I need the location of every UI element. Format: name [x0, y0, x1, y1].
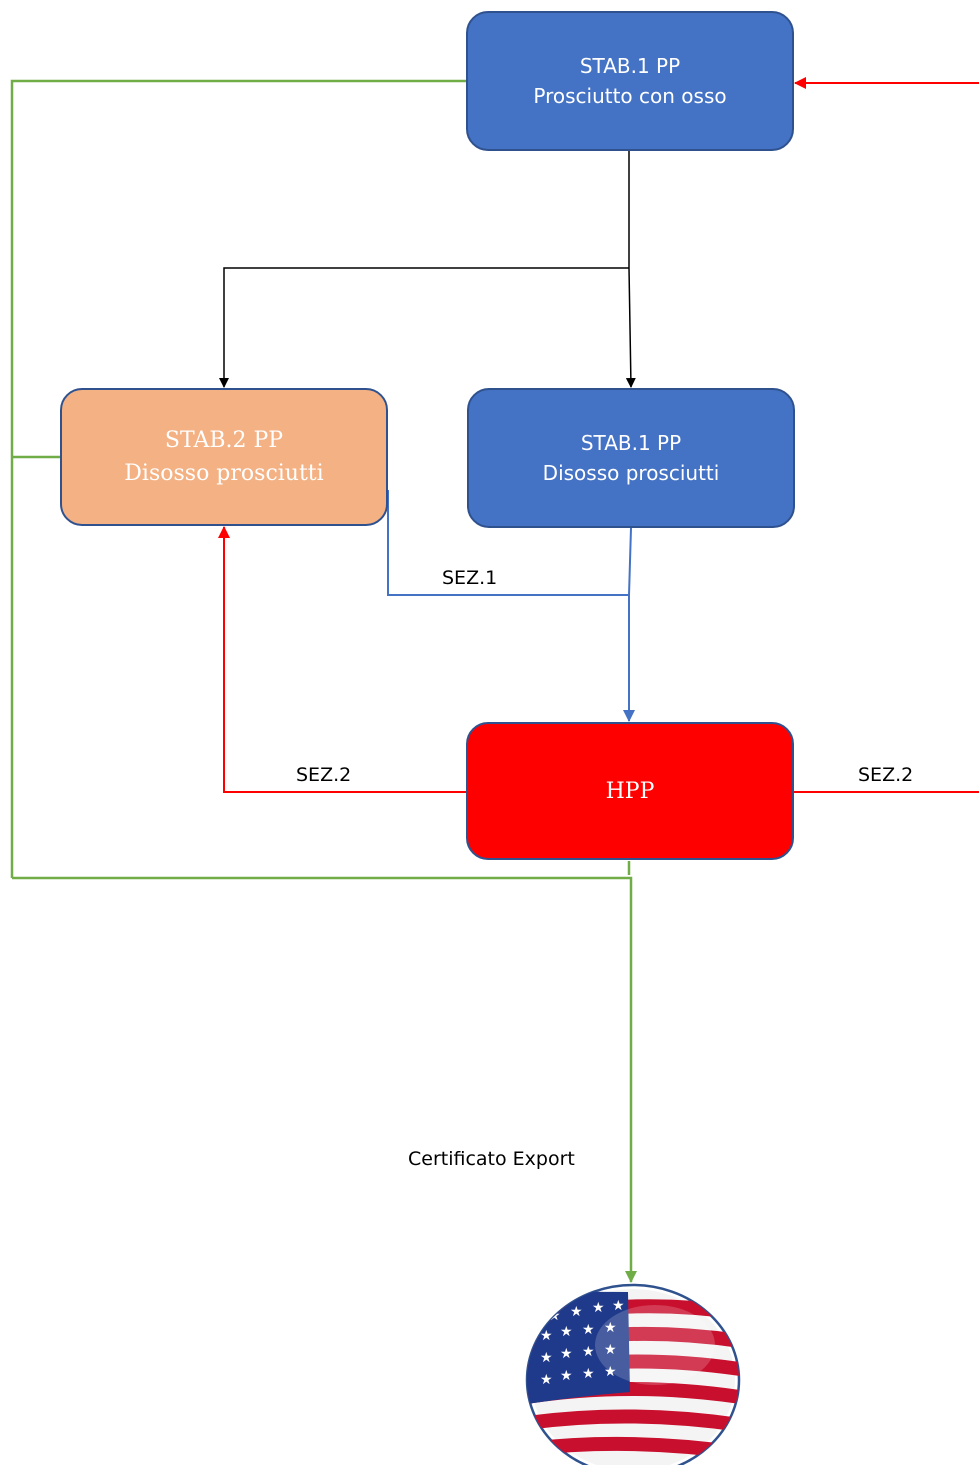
svg-text:★: ★	[592, 1300, 605, 1316]
blue-connector-stab1b-to-hpp	[623, 527, 635, 722]
black-connector-to-stab2	[219, 267, 629, 388]
svg-text:★: ★	[540, 1328, 553, 1344]
stab2-deboning-title: STAB.2 PP	[164, 428, 284, 453]
svg-text:★: ★	[582, 1344, 595, 1360]
hpp-title: HPP	[605, 778, 655, 804]
blue-connector-stab2-sez1	[387, 490, 629, 596]
sez2-right-label: SEZ.2	[858, 764, 914, 786]
svg-text:★: ★	[582, 1366, 595, 1382]
svg-text:★: ★	[540, 1350, 553, 1366]
stab1-deboning-title: STAB.1 PP	[580, 431, 682, 455]
us-flag-globe-icon: ★★★★ ★★★★ ★★★★ ★★★★	[525, 1283, 741, 1465]
svg-text:★: ★	[582, 1322, 595, 1338]
svg-text:★: ★	[560, 1324, 573, 1340]
stab1-bone-in-ham-box: STAB.1 PP Prosciutto con osso	[466, 11, 794, 151]
stab1-bone-in-title: STAB.1 PP	[579, 54, 681, 78]
black-connector-to-stab1b	[625, 267, 636, 388]
svg-text:★: ★	[612, 1298, 625, 1314]
red-connector-hpp-to-stab2	[218, 526, 466, 793]
svg-text:★: ★	[560, 1368, 573, 1384]
svg-text:★: ★	[604, 1342, 617, 1358]
hpp-box: HPP	[466, 722, 794, 860]
stab2-deboning-subtitle: Disosso prosciutti	[124, 461, 324, 486]
sez1-label: SEZ.1	[442, 567, 498, 589]
svg-text:★: ★	[604, 1364, 617, 1380]
svg-text:★: ★	[540, 1372, 553, 1388]
stab1-deboning-box: STAB.1 PP Disosso prosciutti	[467, 388, 795, 528]
sez2-left-label: SEZ.2	[296, 764, 352, 786]
svg-text:★: ★	[570, 1304, 583, 1320]
green-connector-top-to-left	[10, 79, 466, 878]
stab2-deboning-box: STAB.2 PP Disosso prosciutti	[60, 388, 388, 526]
stab1-bone-in-subtitle: Prosciutto con osso	[533, 84, 727, 108]
green-connector-bottom-rail	[12, 876, 637, 1283]
svg-text:★: ★	[604, 1320, 617, 1336]
export-certificate-label: Certificato Export	[408, 1148, 575, 1170]
svg-text:★: ★	[560, 1346, 573, 1362]
stab1-deboning-subtitle: Disosso prosciutti	[542, 461, 720, 485]
